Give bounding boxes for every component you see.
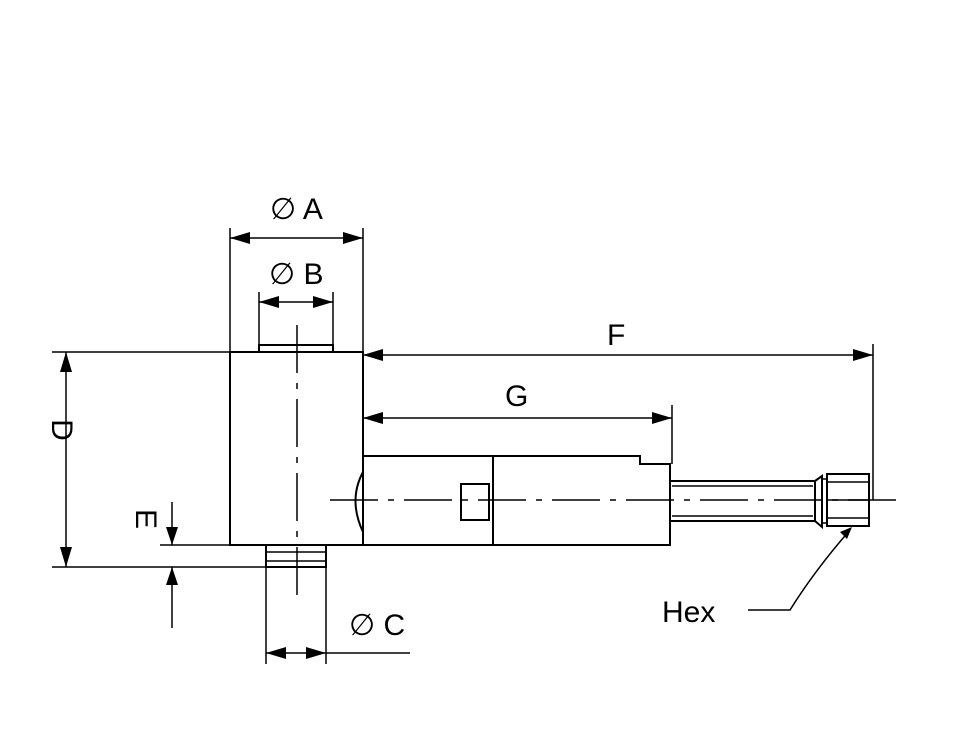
- label-hex: Hex: [662, 596, 715, 629]
- label-d: D: [45, 419, 78, 441]
- label-dia-a: ∅ A: [270, 193, 323, 226]
- label-e: E: [129, 509, 162, 529]
- threaded-shaft: [669, 474, 823, 530]
- label-dia-b: ∅ B: [269, 258, 323, 291]
- label-g: G: [505, 380, 528, 413]
- dimension-d: [52, 351, 266, 568]
- label-dia-c: ∅ C: [349, 609, 405, 642]
- dimension-g: [362, 405, 673, 464]
- dimension-a: [229, 228, 364, 352]
- label-f: F: [607, 319, 625, 352]
- dimension-f: [363, 344, 874, 500]
- dimension-e: [160, 502, 230, 628]
- dimension-b: [258, 292, 334, 345]
- hex-leader: [748, 527, 852, 611]
- dimension-c: [265, 567, 410, 664]
